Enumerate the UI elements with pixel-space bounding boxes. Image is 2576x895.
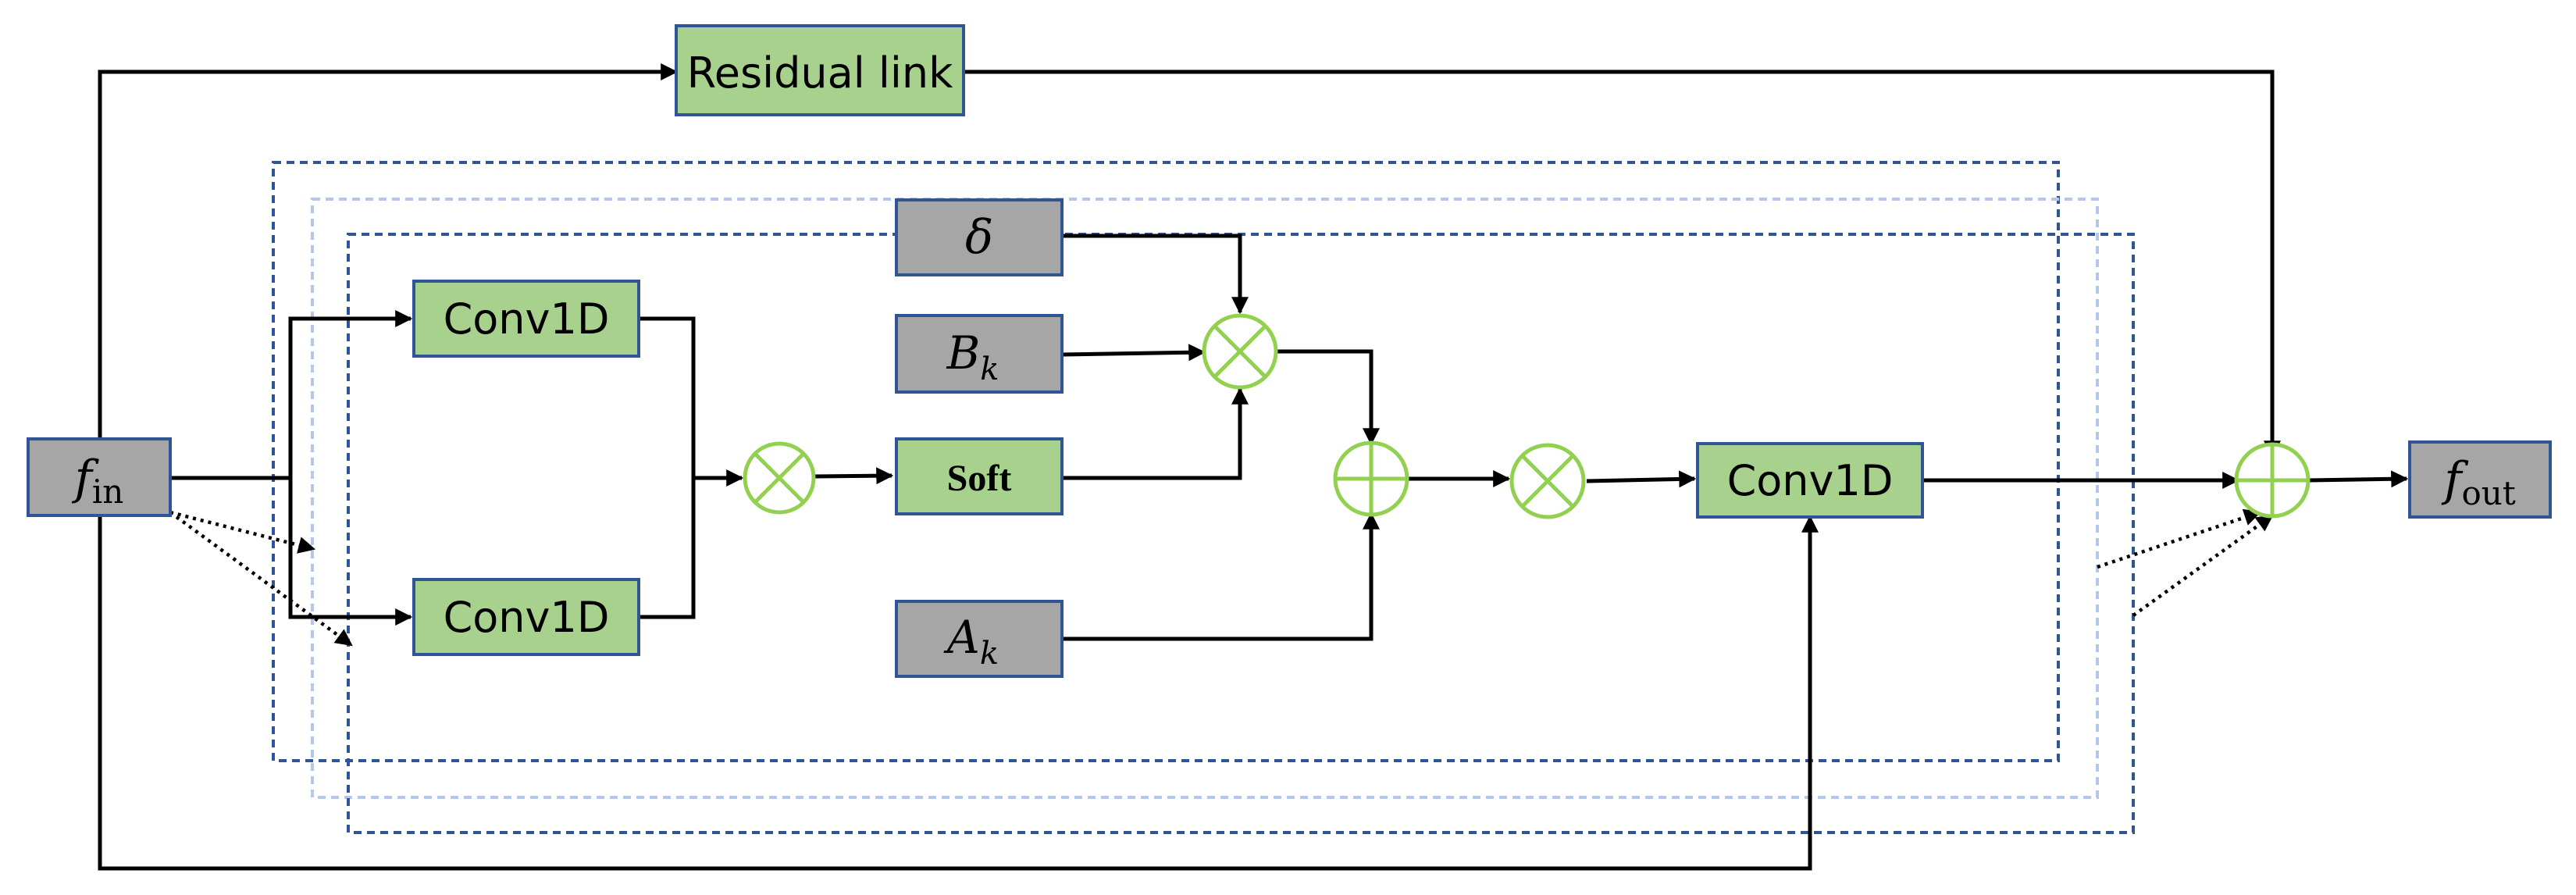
line-delta-to-multiply: [1062, 234, 1249, 315]
ak-label: Ak: [943, 611, 999, 672]
line-bk-to-multiply: [1061, 344, 1206, 362]
residual-link-label: Residual link: [687, 48, 953, 98]
dotted-layer-2-to-add-output: [2097, 508, 2262, 569]
bk-box: Bk: [895, 314, 1064, 394]
delta-box: δ: [895, 198, 1064, 276]
delta-label: δ: [965, 210, 993, 265]
line-multiply-to-add: [1277, 349, 1380, 446]
ak-box: Ak: [895, 600, 1064, 678]
output-box: fout: [2408, 440, 2552, 519]
residual-link-box: Residual link: [675, 24, 965, 116]
conv1d-top-label: Conv1D: [444, 294, 610, 344]
add-output-icon: [2234, 442, 2311, 519]
multiply-post-icon: [1509, 443, 1586, 519]
connections: [98, 63, 2409, 871]
soft-label: Soft: [947, 458, 1012, 499]
line-fin-bypass-to-conv: [98, 515, 1819, 871]
conv1d-bottom-box: Conv1D: [412, 578, 640, 656]
line-split-to-conv-bottom: [288, 478, 413, 626]
input-box: fin: [27, 437, 172, 517]
conv1d-right-label: Conv1D: [1727, 456, 1894, 505]
add-ak-icon: [1333, 440, 1409, 517]
dotted-fin-to-layer-2: [169, 510, 316, 554]
dotted-layer-3-to-add-output: [2132, 514, 2274, 617]
line-split-to-conv-top: [288, 310, 413, 617]
dashed-block-middle: [311, 198, 2099, 799]
line-ak-to-add: [1062, 512, 1380, 641]
dashed-block-front: [272, 161, 2060, 762]
line-conv-bottom-out: [639, 478, 696, 619]
line-soft-to-multiply: [1062, 387, 1249, 480]
conv1d-bottom-label: Conv1D: [444, 593, 610, 642]
soft-box: Soft: [895, 437, 1064, 515]
dotted-fin-to-layer-3: [169, 511, 353, 647]
bk-label: Bk: [946, 326, 999, 387]
multiply-delta-b-icon: [1202, 313, 1278, 390]
line-conv-top-out: [639, 316, 696, 478]
line-add-output-to-fout: [2309, 470, 2409, 488]
dotted-connections: [169, 508, 2274, 647]
conv1d-top-box: Conv1D: [412, 280, 640, 358]
conv1d-right-box: Conv1D: [1696, 442, 1924, 519]
line-multiply-post-to-conv: [1586, 470, 1697, 488]
line-fin-to-residual: [98, 63, 679, 439]
line-residual-to-add-output: [964, 70, 2281, 458]
multiply-gate-icon: [743, 441, 816, 515]
output-label: fout: [2441, 452, 2516, 512]
